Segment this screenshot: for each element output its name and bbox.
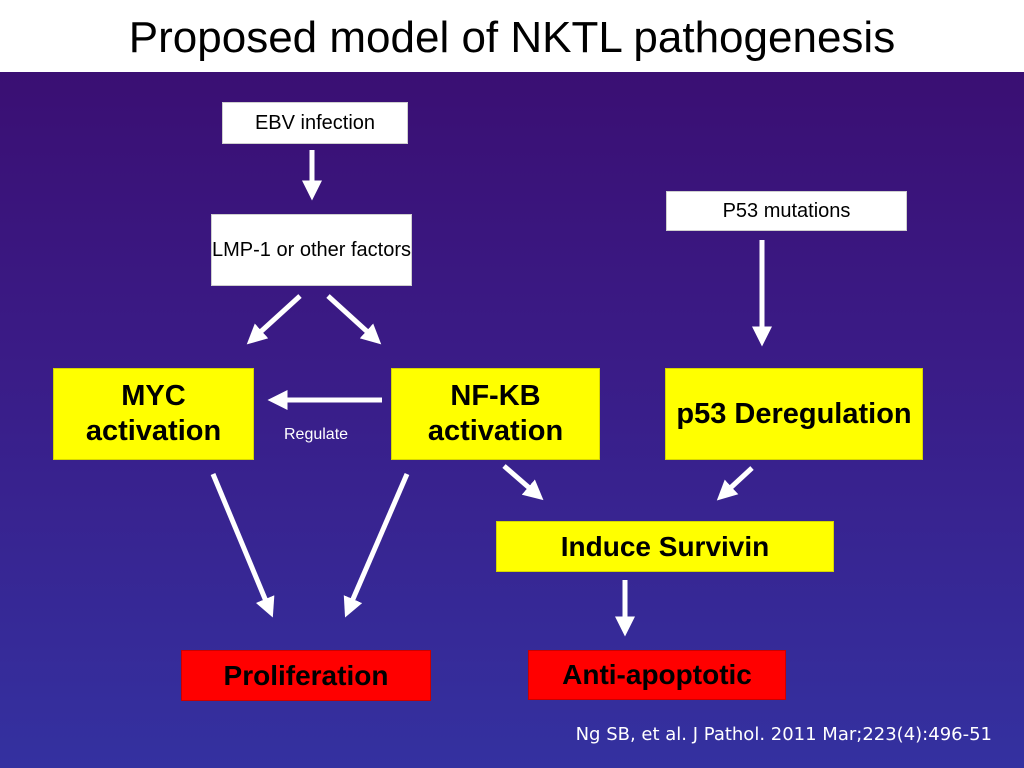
p53-deregulation-box: p53 Deregulation: [665, 368, 923, 460]
myc-activation-box: MYC activation: [53, 368, 254, 460]
arrow-lmp1-to-nfkb: [326, 294, 382, 345]
slide-title: Proposed model of NKTL pathogenesis: [128, 13, 896, 62]
ebv-infection-box: EBV infection: [222, 102, 408, 144]
proliferation-box: Proliferation: [181, 650, 431, 701]
citation: Ng SB, et al. J Pathol. 2011 Mar;223(4):…: [575, 724, 992, 745]
arrow-nfkb-to-prolif: [343, 473, 410, 618]
arrow-lmp1-to-myc: [246, 294, 302, 345]
anti-apoptotic-box: Anti-apoptotic: [528, 650, 786, 700]
regulate-label: Regulate: [284, 426, 349, 443]
lmp1-box: LMP-1 or other factors: [211, 214, 412, 286]
p53-mutations-box: P53 mutations: [666, 191, 907, 231]
arrow-myc-to-prolif: [210, 473, 275, 618]
arrow-nfkb-to-survivin: [502, 464, 544, 501]
arrow-p53dereg-to-survivin: [716, 466, 754, 501]
nfkb-activation-box: NF-KB activation: [391, 368, 600, 460]
induce-survivin-box: Induce Survivin: [496, 521, 834, 572]
